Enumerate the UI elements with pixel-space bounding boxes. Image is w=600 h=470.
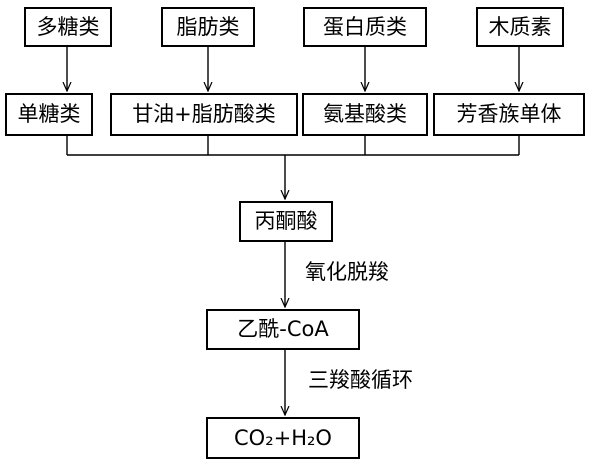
source-proteins: 蛋白质类 (303, 7, 427, 47)
intermediate-monosaccharides: 单糖类 (5, 93, 93, 136)
step-label-oxidative-decarboxylation: 氧化脱羧 (305, 260, 389, 284)
pyruvate-box: 丙酮酸 (239, 201, 333, 242)
source-fats: 脂肪类 (161, 7, 255, 47)
intermediate-aromatic-monomers: 芳香族单体 (433, 93, 585, 136)
step-label-tca-cycle: 三羧酸循环 (308, 368, 413, 392)
intermediate-amino-acids: 氨基酸类 (302, 93, 428, 136)
source-polysaccharides: 多糖类 (24, 7, 112, 47)
acetyl-coa-box: 乙酰-CoA (206, 309, 360, 350)
source-lignin: 木质素 (476, 7, 564, 47)
products-box: CO₂+H₂O (206, 417, 360, 459)
intermediate-glycerol-fatty-acids: 甘油+脂肪酸类 (110, 93, 298, 136)
